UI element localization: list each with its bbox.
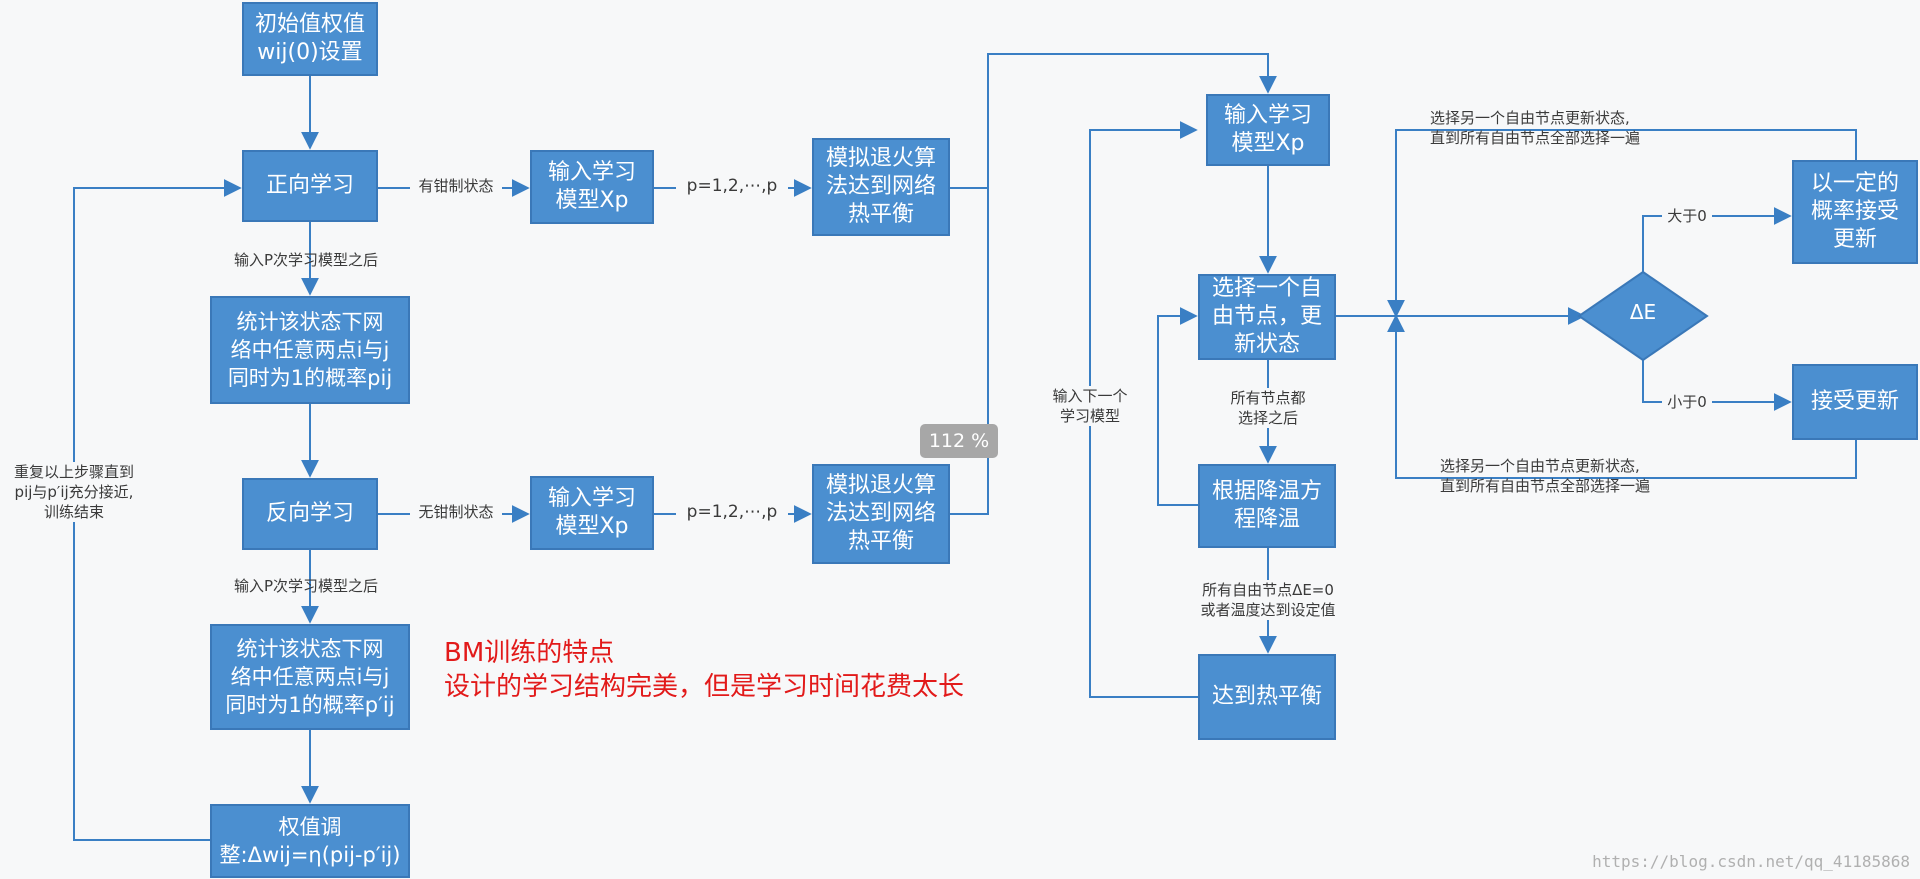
after-p-label-2: 输入P次学习模型之后 — [233, 577, 379, 595]
after-p-label-1: 输入P次学习模型之后 — [233, 251, 379, 269]
unclamped-label: 无钳制状态 — [410, 502, 502, 522]
edge-anneal1-input3 — [950, 53, 1277, 189]
input-model-node-2: 输入学习 模型Xp — [530, 476, 654, 550]
repeat-label: 重复以上步骤直到 pij与p′ij充分接近, 训练结束 — [2, 462, 146, 522]
init-weights-node: 初始值权值 wij(0)设置 — [242, 2, 378, 76]
select-node: 选择一个自 由节点，更 新状态 — [1198, 274, 1336, 360]
clamped-label: 有钳制状态 — [410, 176, 502, 196]
backward-learning-node: 反向学习 — [242, 478, 378, 550]
weight-adjust-node: 权值调 整:Δwij=η(pij-p′ij) — [210, 804, 410, 878]
p-sequence-label-1: p=1,2,⋯,p — [676, 176, 788, 196]
anneal-node-2: 模拟退火算 法达到网络 热平衡 — [812, 464, 950, 564]
stop-condition-label: 所有自由节点ΔE=0 或者温度达到设定值 — [1176, 580, 1360, 620]
equilibrium-node: 达到热平衡 — [1198, 654, 1336, 740]
edge-de-gt0 — [1642, 207, 1792, 272]
stat-prob-node-1: 统计该状态下网 络中任意两点i与j 同时为1的概率pij — [210, 296, 410, 404]
input-model-node-1: 输入学习 模型Xp — [530, 150, 654, 224]
accept-update-node: 接受更新 — [1792, 364, 1918, 440]
delta-e-label: ΔE — [1629, 300, 1657, 324]
loop-bottom-label: 选择另一个自由节点更新状态, 直到所有自由节点全部选择一遍 — [1440, 457, 1651, 495]
edge-loop-top — [1387, 129, 1857, 318]
input-model-node-3: 输入学习 模型Xp — [1206, 94, 1330, 166]
stat-prob-node-2: 统计该状态下网 络中任意两点i与j 同时为1的概率p′ij — [210, 624, 410, 730]
zoom-indicator: 112 % — [920, 424, 998, 458]
anneal-node-1: 模拟退火算 法达到网络 热平衡 — [812, 138, 950, 236]
next-model-label: 输入下一个 学习模型 — [1042, 386, 1138, 426]
accept-probability-node: 以一定的 概率接受 更新 — [1792, 160, 1918, 264]
edge-de-lt0 — [1642, 360, 1792, 411]
p-sequence-label-2: p=1,2,⋯,p — [676, 502, 788, 522]
cooling-node: 根据降温方 程降温 — [1198, 464, 1336, 548]
gt0-label: 大于0 — [1662, 206, 1712, 226]
lt0-label: 小于0 — [1662, 392, 1712, 412]
all-selected-label: 所有节点都 选择之后 — [1208, 388, 1328, 428]
watermark: https://blog.csdn.net/qq_41185868 — [1592, 852, 1910, 871]
edge-cool-select-loop — [1157, 307, 1198, 506]
forward-learning-node: 正向学习 — [242, 150, 378, 222]
loop-top-label: 选择另一个自由节点更新状态, 直到所有自由节点全部选择一遍 — [1430, 109, 1641, 147]
delta-e-diamond — [1577, 270, 1709, 362]
bm-training-note: BM训练的特点 设计的学习结构完美，但是学习时间花费太长 — [444, 638, 965, 702]
edge-loop-bottom — [1387, 314, 1857, 479]
edge-anneal2-up — [950, 188, 989, 515]
